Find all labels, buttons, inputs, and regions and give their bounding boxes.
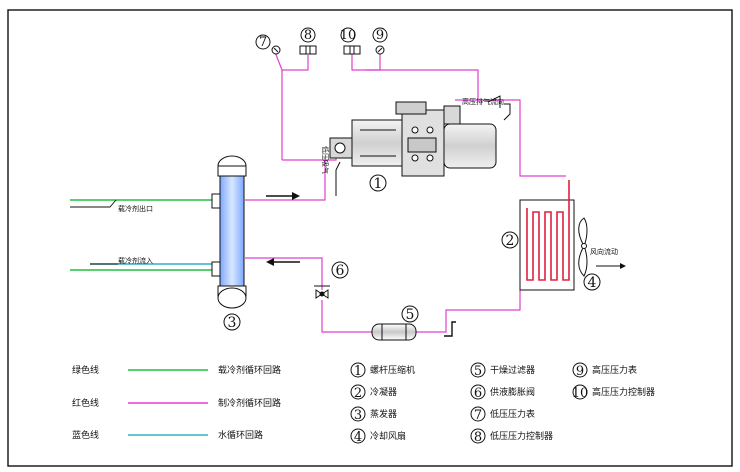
callout-4: 4 bbox=[588, 275, 597, 291]
callout-7-circle bbox=[255, 34, 271, 50]
comp-2-num: 2 bbox=[354, 386, 362, 401]
air-flow-label: 风向流动 bbox=[590, 247, 618, 256]
callout-4-circle bbox=[583, 273, 601, 291]
callout-2: 2 bbox=[506, 233, 515, 249]
comp-6-num: 6 bbox=[474, 386, 482, 401]
callout-6-circle bbox=[331, 261, 349, 279]
high-pressure-gauge-icon bbox=[375, 45, 385, 55]
discharge-label: 高压排气流向 bbox=[462, 97, 504, 106]
flow-arrows bbox=[266, 95, 626, 337]
callout-8-circle bbox=[300, 27, 316, 43]
comp-9-num: 9 bbox=[576, 364, 584, 379]
dryer-filter bbox=[371, 323, 417, 341]
carrier-arrows bbox=[70, 199, 118, 265]
callout-2-circle bbox=[501, 231, 519, 249]
comp-10-label: 高压压力控制器 bbox=[592, 386, 655, 398]
comp-1-num: 1 bbox=[354, 364, 362, 379]
comp-3-num: 3 bbox=[354, 408, 362, 423]
carrier-out-label: 载冷剂出口 bbox=[118, 204, 153, 213]
callout-8: 8 bbox=[304, 28, 312, 43]
evaporator bbox=[211, 155, 247, 309]
legend-red-name: 红色线 bbox=[72, 397, 99, 409]
low-pressure-gauge-icon bbox=[271, 45, 281, 55]
comp-7-label: 低压压力表 bbox=[490, 408, 535, 420]
callout-3: 3 bbox=[228, 315, 237, 331]
callout-5: 5 bbox=[406, 307, 415, 323]
screw-compressor bbox=[329, 101, 497, 177]
callout-9-circle bbox=[372, 27, 388, 43]
comp-3-label: 蒸发器 bbox=[370, 408, 397, 420]
comp-6-label: 供液膨胀阀 bbox=[490, 386, 535, 398]
line-color-legend: 绿色线 载冷剂循环回路 红色线 制冷剂循环回路 蓝色线 水循环回路 bbox=[72, 364, 281, 441]
comp-7-num: 7 bbox=[474, 408, 482, 423]
legend-green-desc: 载冷剂循环回路 bbox=[218, 364, 281, 376]
comp-5-label: 干燥过滤器 bbox=[490, 364, 535, 376]
comp-8-num: 8 bbox=[474, 430, 482, 445]
suction-label: 低压吸气 bbox=[321, 146, 330, 174]
callout-3-circle bbox=[223, 313, 241, 331]
legend-red-desc: 制冷剂循环回路 bbox=[218, 397, 281, 409]
fan-icon bbox=[578, 217, 588, 277]
legend-green-name: 绿色线 bbox=[72, 364, 99, 376]
callout-10-circle bbox=[340, 27, 356, 43]
comp-10-num: 10 bbox=[572, 386, 589, 401]
comp-9-label: 高压压力表 bbox=[592, 364, 637, 376]
legend-blue-name: 蓝色线 bbox=[72, 429, 99, 441]
callout-1-circle bbox=[369, 174, 387, 192]
component-legend: 1 螺杆压缩机 2 冷凝器 3 蒸发器 4 冷却风扇 5 干燥过滤器 6 供液膨… bbox=[350, 362, 655, 445]
callout-7: 7 bbox=[259, 35, 267, 50]
comp-8-label: 低压压力控制器 bbox=[490, 430, 553, 442]
callout-9: 9 bbox=[376, 28, 384, 43]
comp-2-label: 冷凝器 bbox=[370, 386, 397, 398]
callout-6: 6 bbox=[336, 263, 345, 279]
high-pressure-controller-icon bbox=[343, 45, 361, 55]
expansion-valve-icon bbox=[314, 285, 330, 299]
refrigerant-piping bbox=[245, 51, 566, 333]
comp-1-label: 螺杆压缩机 bbox=[370, 364, 415, 376]
condenser bbox=[519, 180, 575, 291]
outer-frame bbox=[7, 9, 733, 467]
comp-5-num: 5 bbox=[474, 364, 482, 379]
carrier-in-label: 载冷剂流入 bbox=[118, 256, 153, 265]
callout-10: 10 bbox=[340, 28, 357, 43]
low-pressure-controller-icon bbox=[299, 45, 317, 55]
callout-1: 1 bbox=[374, 176, 383, 192]
comp-4-num: 4 bbox=[354, 430, 362, 445]
comp-4-label: 冷却风扇 bbox=[370, 430, 406, 442]
legend-blue-desc: 水循环回路 bbox=[218, 429, 263, 441]
callout-5-circle bbox=[401, 305, 419, 323]
